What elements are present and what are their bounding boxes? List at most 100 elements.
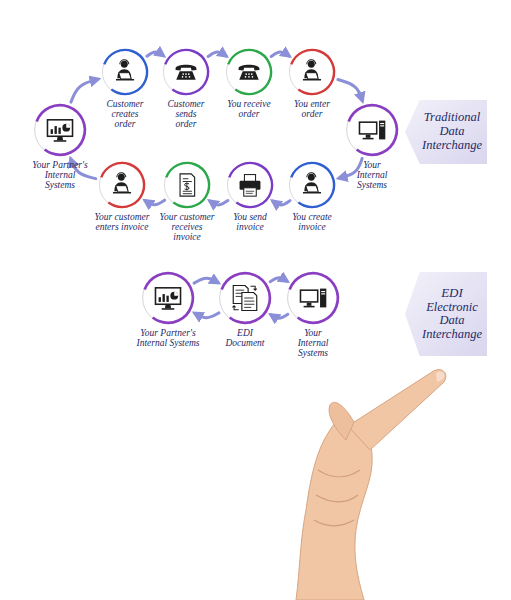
circle-shape — [288, 48, 336, 96]
step-label: You send invoice — [228, 212, 272, 232]
circle-shape — [286, 271, 340, 325]
step-label: You enter order — [290, 99, 334, 119]
step-label: Your Partner's Internal Systems — [136, 328, 200, 348]
label-wrap: Your Internal Systems — [350, 160, 394, 190]
step-circle: You enter order — [288, 48, 336, 96]
step-icon — [239, 65, 260, 80]
step-icon — [359, 121, 386, 140]
step-icon — [116, 60, 134, 81]
hand-palm — [296, 418, 372, 600]
banner-text: Electronic Data Interchange — [419, 301, 485, 342]
step-label: Customer creates order — [103, 99, 147, 129]
banner-text: EDI — [441, 286, 463, 300]
label-wrap: You send invoice — [228, 212, 272, 232]
circle-ring — [222, 157, 279, 214]
flow-arrow — [194, 278, 218, 283]
circle-shape — [225, 48, 273, 96]
circle-shape — [162, 48, 210, 96]
label-wrap: Your Partner's Internal Systems — [30, 160, 90, 190]
step-icon — [303, 60, 321, 81]
step-circle: You create invoice — [288, 161, 336, 209]
label-wrap: EDI Document — [220, 328, 270, 348]
flow-arrow — [208, 52, 226, 56]
step-icon — [232, 285, 256, 310]
circle-shape — [226, 161, 274, 209]
flow-arrow — [270, 278, 287, 282]
label-wrap: Customer creates order — [103, 99, 147, 129]
step-icon — [180, 174, 195, 196]
step-label: EDI Document — [220, 328, 270, 348]
step-label: You receive order — [227, 99, 271, 119]
flow-arrow — [195, 313, 219, 318]
step-icon — [240, 175, 261, 197]
banner-body: EDIElectronic Data Interchange — [419, 272, 485, 356]
circle-shape — [345, 103, 399, 157]
step-icon — [303, 173, 321, 194]
circle-shape — [218, 271, 272, 325]
circle-shape — [33, 103, 87, 157]
label-wrap: Your customer receives invoice — [157, 212, 217, 242]
step-icon — [176, 65, 197, 80]
step-label: Your customer receives invoice — [157, 212, 217, 242]
hand-thumb — [329, 402, 354, 440]
circle-ring — [284, 157, 341, 214]
circle-ring — [221, 44, 278, 101]
circle-shape — [101, 48, 149, 96]
step-icon — [113, 173, 131, 194]
label-wrap: You create invoice — [290, 212, 334, 232]
label-wrap: Your Internal Systems — [288, 328, 338, 358]
banner-body: Traditional Data Interchange — [419, 100, 485, 164]
label-wrap: You enter order — [290, 99, 334, 119]
step-circle: Customer sends order — [162, 48, 210, 96]
pointing-hand — [296, 370, 446, 600]
step-circle: Your customer receives invoice — [163, 161, 211, 209]
circle-ring — [94, 157, 151, 214]
circle-ring — [136, 266, 200, 330]
step-label: Customer sends order — [164, 99, 208, 129]
step-circle: Customer creates order — [101, 48, 149, 96]
step-circle: You receive order — [225, 48, 273, 96]
step-icon — [47, 120, 72, 142]
label-wrap: Your Partner's Internal Systems — [136, 328, 200, 348]
circle-ring — [97, 44, 154, 101]
step-circle: Your Internal Systems — [286, 271, 340, 325]
circle-ring — [284, 44, 341, 101]
label-wrap: Customer sends order — [164, 99, 208, 129]
circle-ring — [28, 98, 92, 162]
step-circle: Your customer enters invoice — [98, 161, 146, 209]
step-icon — [300, 289, 327, 308]
step-circle: Your Partner's Internal Systems — [141, 271, 195, 325]
step-label: Your Partner's Internal Systems — [30, 160, 90, 190]
finger-nail — [436, 371, 444, 382]
step-circle: You send invoice — [226, 161, 274, 209]
circle-shape — [163, 161, 211, 209]
flow-arrow — [271, 52, 289, 56]
step-label: Your customer enters invoice — [92, 212, 152, 232]
flow-arrow — [273, 201, 290, 205]
banner-text: Traditional Data Interchange — [419, 111, 485, 152]
circle-ring — [340, 98, 404, 162]
flow-arrow — [338, 80, 362, 101]
circle-ring — [213, 266, 277, 330]
banner-label: Traditional Data Interchange — [405, 100, 487, 164]
circle-shape — [288, 161, 336, 209]
banner-fill — [405, 272, 487, 356]
label-wrap: You receive order — [227, 99, 271, 119]
step-circle: Your Partner's Internal Systems — [33, 103, 87, 157]
index-finger — [348, 370, 446, 450]
flow-arrow — [145, 200, 164, 205]
banner-label: EDIElectronic Data Interchange — [405, 272, 487, 356]
step-label: Your Internal Systems — [288, 328, 338, 358]
flow-arrow — [147, 52, 163, 56]
circle-ring — [158, 44, 215, 101]
flow-arrow — [71, 79, 98, 102]
flow-arrow — [210, 200, 228, 204]
step-icon — [155, 288, 180, 310]
label-wrap: Your customer enters invoice — [92, 212, 152, 232]
step-circle: EDI Document — [218, 271, 272, 325]
circle-shape — [141, 271, 195, 325]
circle-shape — [98, 161, 146, 209]
flow-arrow — [271, 314, 288, 318]
step-label: Your Internal Systems — [350, 160, 394, 190]
